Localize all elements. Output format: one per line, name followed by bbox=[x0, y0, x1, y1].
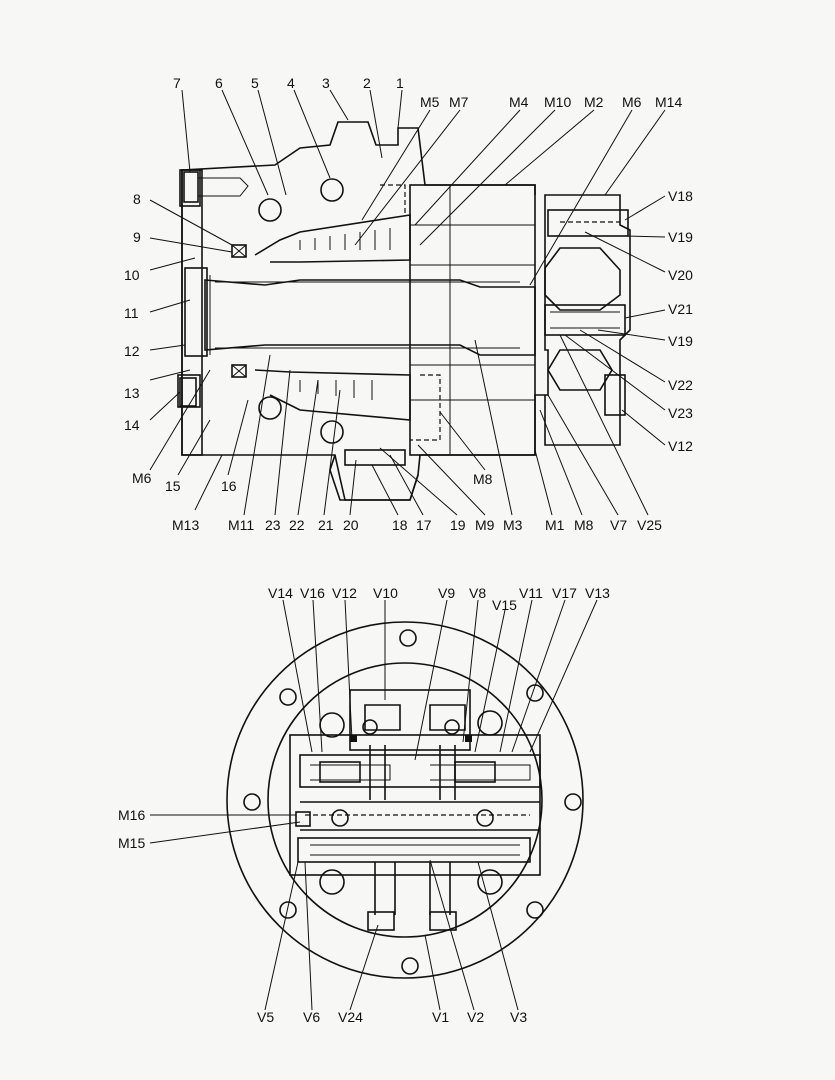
label-m11: M11 bbox=[228, 517, 254, 533]
label-20: 20 bbox=[343, 517, 359, 533]
bottom-labels: V14 V16 V12 V10 V9 V8 V15 V11 V17 V13 M1… bbox=[118, 585, 610, 1025]
label-7: 7 bbox=[173, 75, 181, 91]
label-v5: V5 bbox=[257, 1009, 274, 1025]
label-v6: V6 bbox=[303, 1009, 320, 1025]
label-v23: V23 bbox=[668, 405, 693, 421]
label-v16: V16 bbox=[300, 585, 325, 601]
label-12: 12 bbox=[124, 343, 140, 359]
label-v17: V17 bbox=[552, 585, 577, 601]
label-8: 8 bbox=[133, 191, 141, 207]
label-m13: M13 bbox=[172, 517, 199, 533]
label-v22: V22 bbox=[668, 377, 693, 393]
label-21: 21 bbox=[318, 517, 334, 533]
label-v14: V14 bbox=[268, 585, 293, 601]
label-5: 5 bbox=[251, 75, 259, 91]
top-labels: 7 6 5 4 3 2 1 M5 M7 M4 M10 M2 M6 M14 8 9… bbox=[124, 75, 693, 533]
label-19-bottom: 19 bbox=[450, 517, 466, 533]
label-22: 22 bbox=[289, 517, 305, 533]
label-v3: V3 bbox=[510, 1009, 527, 1025]
leader-lines bbox=[149, 89, 666, 1011]
label-v20: V20 bbox=[668, 267, 693, 283]
label-v12-top: V12 bbox=[668, 438, 693, 454]
label-v25: V25 bbox=[637, 517, 662, 533]
label-m1: M1 bbox=[545, 517, 565, 533]
label-m16: M16 bbox=[118, 807, 145, 823]
label-10: 10 bbox=[124, 267, 140, 283]
label-v18: V18 bbox=[668, 188, 693, 204]
label-3: 3 bbox=[322, 75, 330, 91]
label-18: 18 bbox=[392, 517, 408, 533]
label-m2: M2 bbox=[584, 94, 604, 110]
label-v19-upper: V19 bbox=[668, 229, 693, 245]
label-m5: M5 bbox=[420, 94, 440, 110]
label-m4: M4 bbox=[509, 94, 529, 110]
label-13: 13 bbox=[124, 385, 140, 401]
label-17: 17 bbox=[416, 517, 432, 533]
label-11: 11 bbox=[124, 305, 139, 321]
label-23: 23 bbox=[265, 517, 281, 533]
label-m6-top: M6 bbox=[622, 94, 642, 110]
label-v19-lower: V19 bbox=[668, 333, 693, 349]
label-m15: M15 bbox=[118, 835, 145, 851]
valve-end-view bbox=[226, 621, 584, 979]
label-v10: V10 bbox=[373, 585, 398, 601]
label-v15: V15 bbox=[492, 597, 517, 613]
label-v9: V9 bbox=[438, 585, 455, 601]
label-v11: V11 bbox=[519, 585, 543, 601]
label-9: 9 bbox=[133, 229, 141, 245]
label-6: 6 bbox=[215, 75, 223, 91]
label-4: 4 bbox=[287, 75, 295, 91]
label-v24: V24 bbox=[338, 1009, 363, 1025]
label-m14: M14 bbox=[655, 94, 682, 110]
label-m3: M3 bbox=[503, 517, 523, 533]
label-15: 15 bbox=[165, 478, 181, 494]
label-m8-mid: M8 bbox=[473, 471, 493, 487]
label-v21: V21 bbox=[668, 301, 693, 317]
label-v7: V7 bbox=[610, 517, 627, 533]
label-v12: V12 bbox=[332, 585, 357, 601]
label-m7: M7 bbox=[449, 94, 469, 110]
label-v13: V13 bbox=[585, 585, 610, 601]
label-2: 2 bbox=[363, 75, 371, 91]
label-m9: M9 bbox=[475, 517, 495, 533]
label-m10: M10 bbox=[544, 94, 571, 110]
label-14: 14 bbox=[124, 417, 140, 433]
label-v2: V2 bbox=[467, 1009, 484, 1025]
label-m6-left: M6 bbox=[132, 470, 152, 486]
motor-cross-section bbox=[177, 121, 631, 501]
label-1: 1 bbox=[396, 75, 404, 91]
label-v8: V8 bbox=[469, 585, 486, 601]
label-16: 16 bbox=[221, 478, 237, 494]
label-v1: V1 bbox=[432, 1009, 449, 1025]
label-m8-bottom: M8 bbox=[574, 517, 594, 533]
